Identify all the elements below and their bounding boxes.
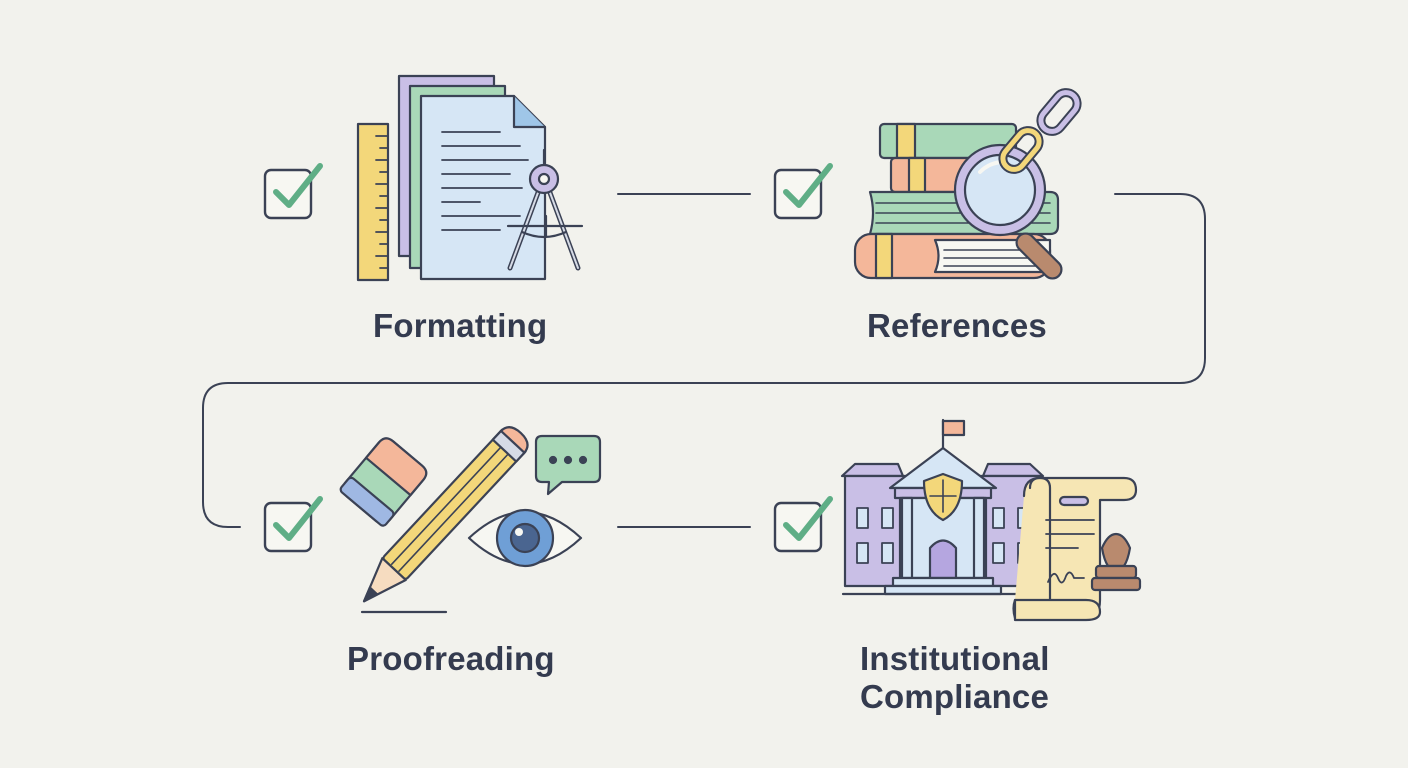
step-label-proofreading: Proofreading: [347, 640, 555, 677]
connectors: [202, 193, 1206, 528]
checkbox-references[interactable]: [773, 163, 833, 220]
step-label-institutional-compliance: Institutional Compliance: [860, 640, 1050, 715]
step-label-formatting: Formatting: [373, 307, 548, 344]
checkmark-icon: [783, 496, 833, 541]
checkmark-icon: [273, 496, 323, 541]
checkmark-icon: [273, 163, 323, 208]
chain-icon: [998, 88, 1082, 174]
certificate-scroll-icon: [1012, 476, 1138, 622]
document-ruler-compass-icon: [356, 74, 584, 282]
step-label-references: References: [867, 307, 1047, 344]
speech-bubble-icon: [534, 434, 602, 496]
books-magnifier-chain-icon: [853, 88, 1082, 280]
compass-icon: [506, 148, 584, 271]
institution-building-icon: [840, 418, 1045, 596]
checkbox-proofreading[interactable]: [263, 496, 323, 553]
pencil-eraser-eye-icon: [339, 426, 602, 614]
checkbox-formatting[interactable]: [263, 163, 323, 220]
ruler-icon: [356, 122, 390, 282]
checkbox-institutional-compliance[interactable]: [773, 496, 833, 553]
eraser-icon: [339, 437, 428, 527]
pencil-icon: [362, 426, 529, 603]
checkmark-icon: [783, 163, 833, 208]
stamp-icon: [1090, 532, 1142, 592]
building-certificate-stamp-icon: [840, 418, 1142, 622]
eye-icon: [467, 508, 583, 568]
connector-references-proofreading: [202, 193, 1206, 528]
